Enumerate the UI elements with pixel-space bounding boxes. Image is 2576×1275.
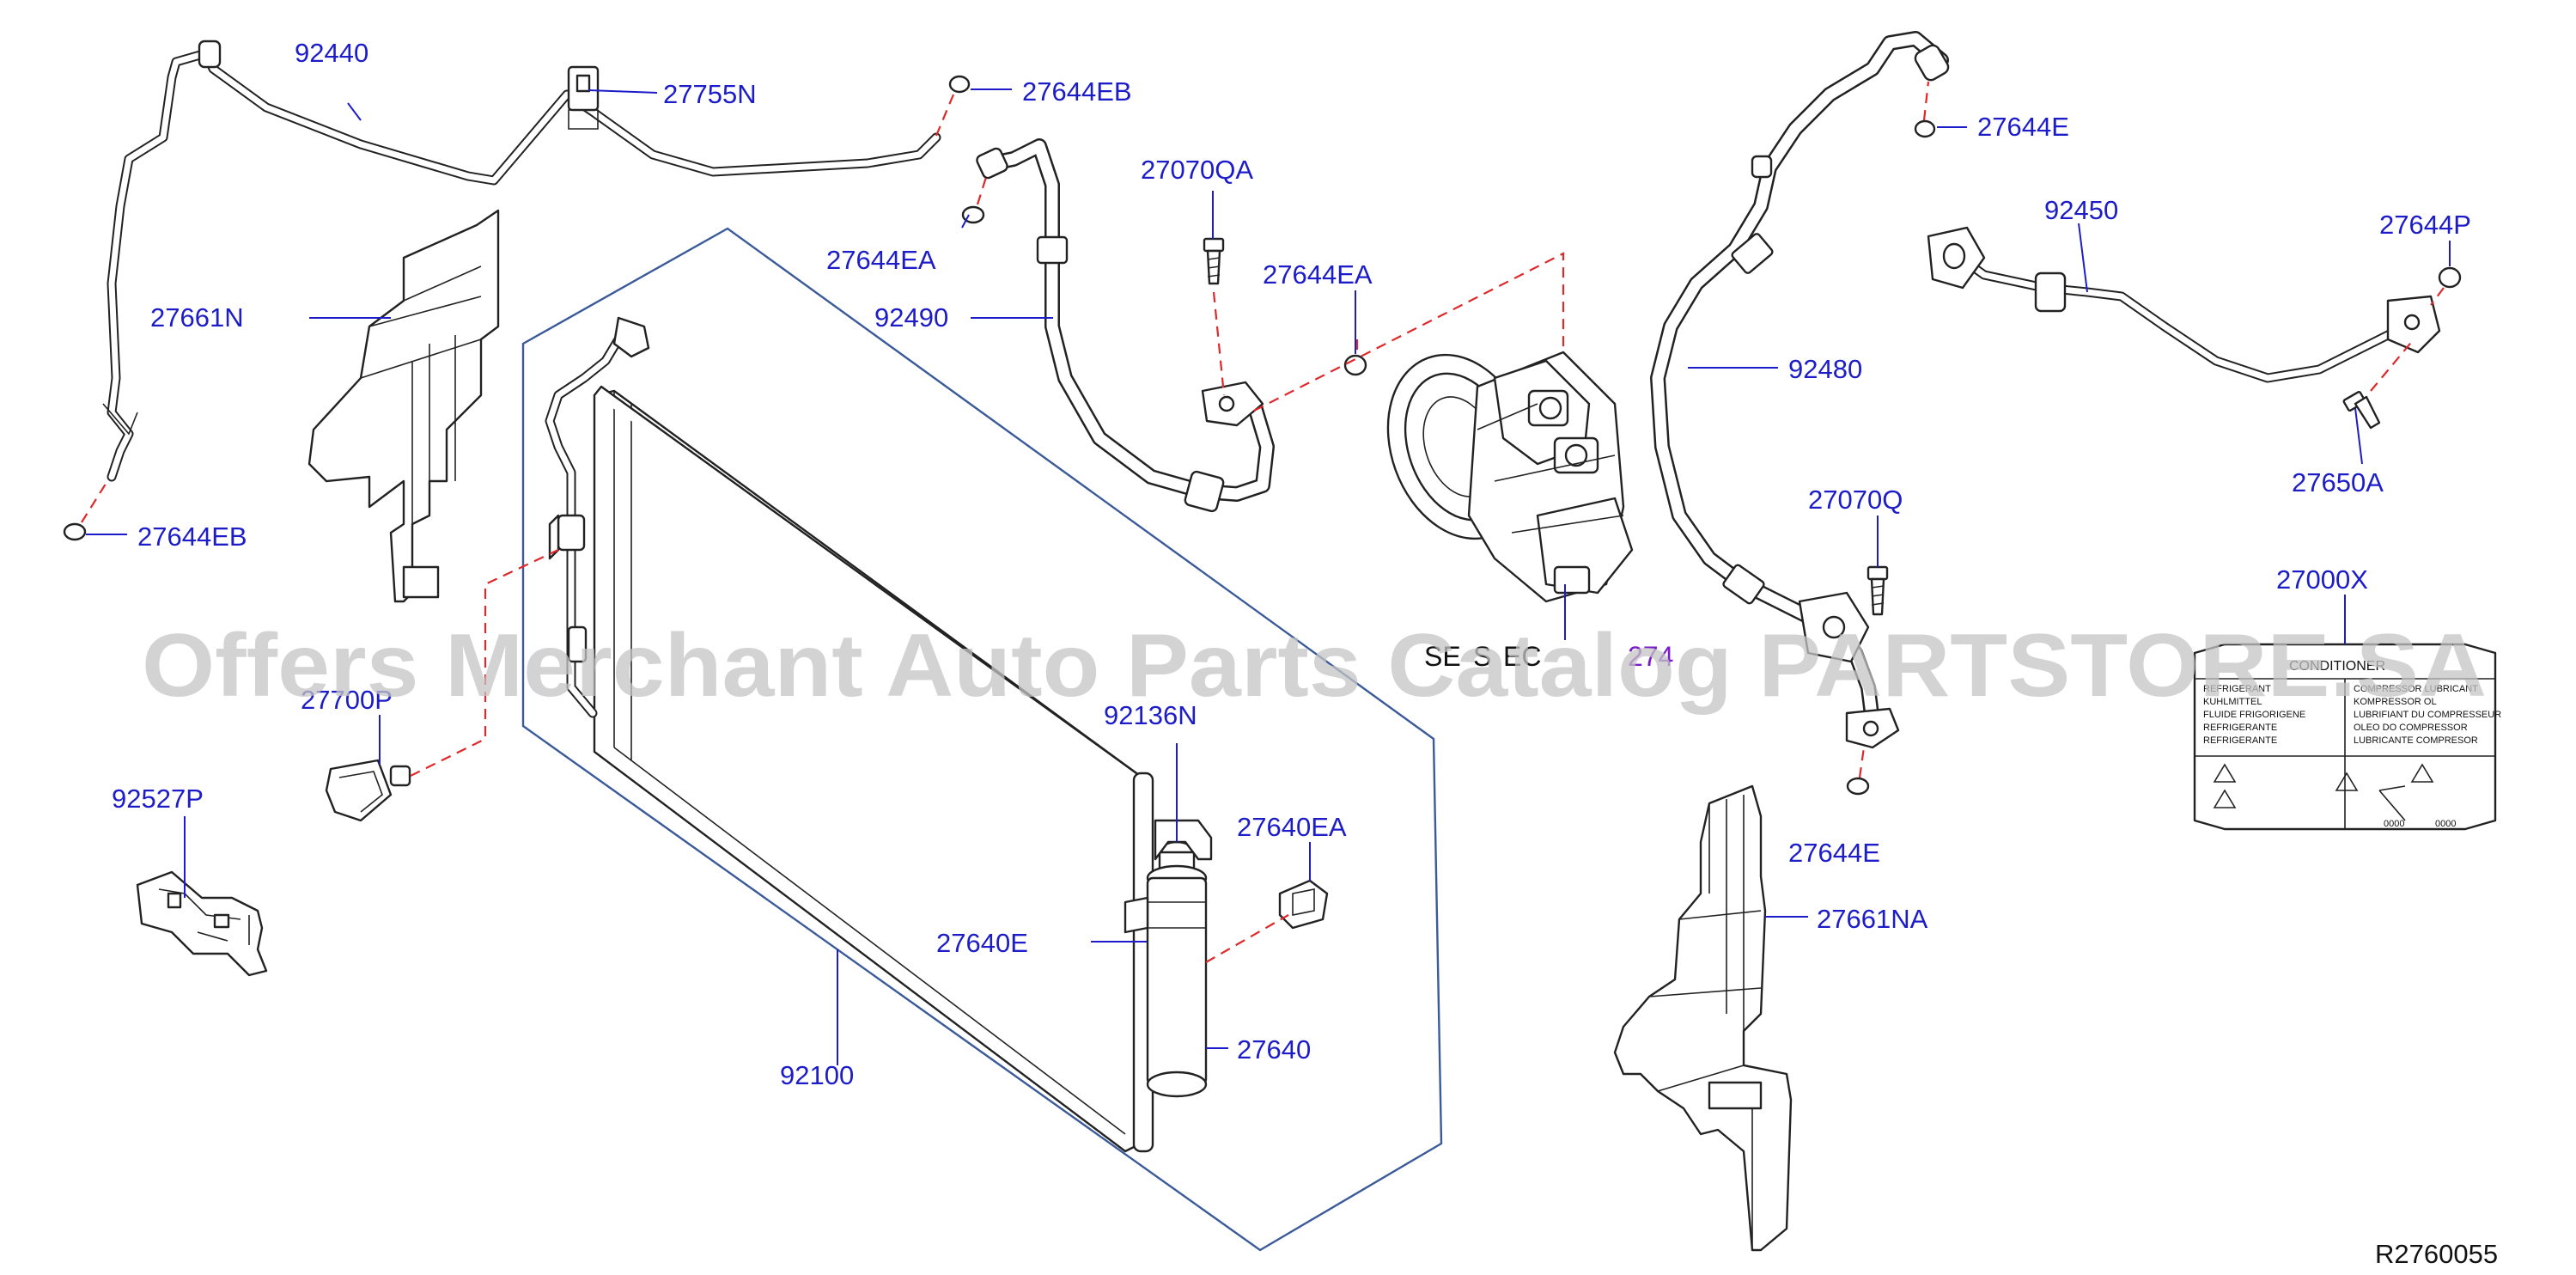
bracket-27640E[interactable] [1124, 896, 1149, 934]
part-number-27640E[interactable]: 27640E [936, 928, 1028, 958]
part-number-27644E-top[interactable]: 27644E [1977, 112, 2069, 142]
diagram-reference: R2760055 [2375, 1239, 2498, 1269]
part-number-92490[interactable]: 92490 [874, 302, 948, 332]
clip-27755N[interactable] [567, 65, 600, 130]
hose-92490[interactable] [975, 138, 1275, 513]
svg-text:0000: 0000 [2435, 819, 2456, 829]
sensor-27700P[interactable] [325, 759, 411, 822]
o-ring-27644EA-b-icon [1343, 354, 1367, 376]
o-ring-27644E-top-icon [1914, 119, 1936, 138]
part-number-27644EB-left[interactable]: 27644EB [137, 522, 247, 552]
warning-triangle-icon [2335, 772, 2359, 791]
air-guide-27661NA[interactable] [1613, 784, 1793, 1252]
warning-triangle-icon [2213, 789, 2237, 808]
pipe-92440[interactable] [102, 40, 941, 482]
o-ring-27644E-bottom-icon [1846, 777, 1870, 796]
part-number-27070Q[interactable]: 27070Q [1808, 485, 1903, 515]
svg-text:REFRIGERANTE: REFRIGERANTE [2203, 735, 2277, 746]
part-number-27644E-bottom[interactable]: 27644E [1788, 838, 1880, 868]
svg-text:FLUIDE FRIGORIGENE: FLUIDE FRIGORIGENE [2203, 710, 2305, 720]
svg-text:OLEO DO COMPRESSOR: OLEO DO COMPRESSOR [2354, 723, 2468, 733]
part-number-27661N[interactable]: 27661N [150, 302, 244, 332]
part-number-27000X[interactable]: 27000X [2276, 564, 2368, 595]
svg-text:SE: SE [1424, 641, 1461, 672]
leader-lines [86, 88, 2451, 1065]
part-number-27644EA-a[interactable]: 27644EA [826, 245, 936, 275]
caution-label-27000X[interactable]: CONDITIONER REFRIGERANT KUHLMITTEL FLUID… [2193, 643, 2501, 831]
svg-text:0000: 0000 [2384, 819, 2404, 829]
bolt-27650A-icon[interactable] [2342, 390, 2381, 430]
svg-text:EC: EC [1503, 641, 1541, 672]
svg-text:CONDITIONER: CONDITIONER [2289, 659, 2385, 674]
o-ring-27644P-icon [2438, 266, 2462, 289]
svg-text:KOMPRESSOR OL: KOMPRESSOR OL [2354, 697, 2437, 707]
section-reference[interactable]: SE S EC 274 [1424, 641, 1673, 672]
pipe-fitting-icon [198, 40, 222, 69]
pipe-92450[interactable] [1927, 226, 2441, 383]
svg-text:REFRIGERANT: REFRIGERANT [2203, 684, 2271, 694]
watermark: Offers Merchant Auto Parts Catalog PARTS… [142, 616, 2487, 716]
part-number-92100[interactable]: 92100 [780, 1060, 854, 1090]
clip-27640EA[interactable] [1278, 879, 1329, 930]
part-number-92527P[interactable]: 92527P [112, 784, 204, 814]
part-number-27661NA[interactable]: 27661NA [1817, 904, 1928, 934]
air-guide-27661N[interactable] [308, 209, 500, 603]
svg-text:REFRIGERANTE: REFRIGERANTE [2203, 723, 2277, 733]
warning-triangle-icon [2213, 763, 2237, 783]
svg-text:S: S [1473, 641, 1491, 672]
bolt-27070QA-icon[interactable] [1203, 237, 1225, 285]
warning-triangle-icon [2410, 763, 2434, 783]
part-number-27070QA[interactable]: 27070QA [1141, 155, 1253, 185]
svg-text:LUBRIFIANT DU COMPRESSEUR: LUBRIFIANT DU COMPRESSEUR [2354, 710, 2501, 720]
part-number-92440[interactable]: 92440 [295, 38, 368, 68]
part-number-27644EA-b[interactable]: 27644EA [1263, 259, 1373, 290]
svg-text:274: 274 [1628, 641, 1673, 672]
bracket-92136N[interactable] [1154, 819, 1213, 861]
hose-92480[interactable] [1650, 31, 1951, 749]
part-number-27640EA[interactable]: 27640EA [1237, 812, 1347, 842]
svg-text:KUHLMITTEL: KUHLMITTEL [2203, 697, 2262, 707]
part-number-27644EB-top[interactable]: 27644EB [1022, 76, 1132, 107]
condenser-group-frame [521, 227, 1443, 1252]
receiver-drier-27640[interactable] [1146, 840, 1208, 1098]
part-number-27650A[interactable]: 27650A [2292, 467, 2384, 497]
condenser-92100[interactable] [545, 316, 1154, 1153]
part-labels: 92440 27755N 27644EB 27644EB 27661N 2707… [112, 38, 2471, 1090]
svg-text:COMPRESSOR LUBRICANT: COMPRESSOR LUBRICANT [2354, 684, 2478, 694]
o-ring-27644EB-left-icon [63, 522, 87, 541]
o-ring-27644EB-top-icon [948, 75, 971, 94]
part-number-92480[interactable]: 92480 [1788, 354, 1862, 384]
part-number-27700P[interactable]: 27700P [301, 685, 393, 715]
part-number-27640[interactable]: 27640 [1237, 1034, 1311, 1065]
part-number-92450[interactable]: 92450 [2044, 195, 2118, 225]
part-number-92136N[interactable]: 92136N [1104, 700, 1197, 730]
bolt-27070Q-icon[interactable] [1867, 565, 1889, 616]
svg-text:LUBRICANTE COMPRESOR: LUBRICANTE COMPRESOR [2354, 735, 2478, 746]
o-ring-27644EA-a-icon [961, 205, 985, 224]
bracket-92527P[interactable] [136, 870, 268, 977]
compressor[interactable] [1363, 334, 1634, 603]
part-number-27755N[interactable]: 27755N [663, 79, 757, 109]
part-number-27644P[interactable]: 27644P [2379, 210, 2471, 240]
